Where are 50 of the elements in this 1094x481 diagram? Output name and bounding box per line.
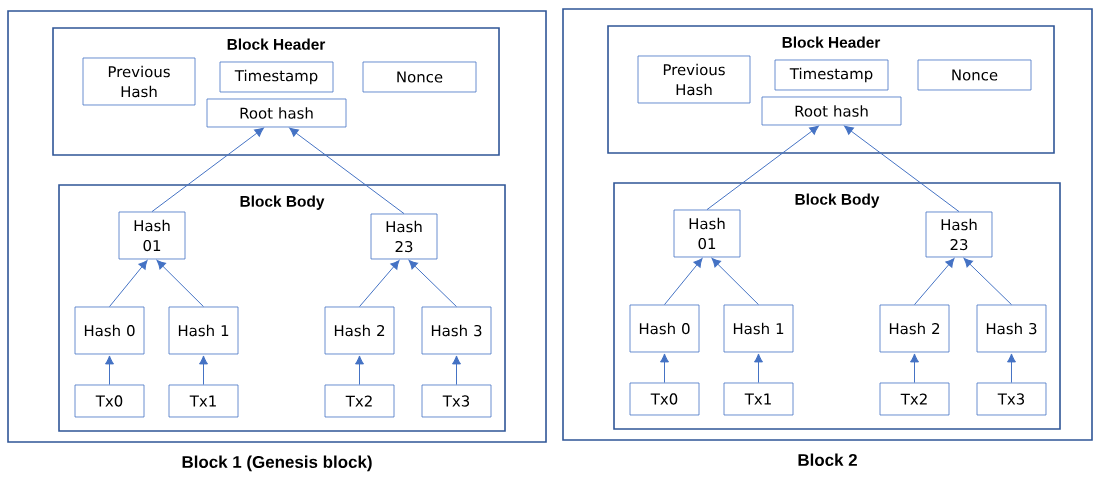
node-label: Block 2 (798, 453, 857, 466)
arrow (359, 260, 400, 308)
arrow (910, 353, 919, 384)
arrow (664, 258, 703, 306)
arrow (963, 258, 1012, 306)
arrow (452, 355, 461, 386)
hash-box: Hash 3 (421, 306, 492, 355)
arrow (199, 355, 208, 386)
hash-box: Hash 1 (168, 306, 239, 355)
arrow (711, 258, 759, 306)
hash-box: Hash 01 (673, 209, 741, 258)
arrow (105, 355, 114, 386)
hash-box: Tx0 (74, 384, 145, 418)
node-label: Block 1 (Genesis block) (182, 455, 372, 472)
arrow (408, 260, 457, 308)
arrow (151, 127, 264, 213)
hash-box: Previous Hash (637, 55, 751, 104)
arrow (156, 260, 204, 308)
arrow (1007, 353, 1016, 384)
hash-box: Hash 3 (976, 304, 1047, 353)
hash-box: Nonce (362, 61, 477, 93)
hash-box: Hash 01 (118, 211, 186, 260)
hash-box: Timestamp (219, 61, 334, 93)
hash-box: Hash 0 (74, 306, 145, 355)
hash-box: Tx1 (723, 382, 794, 416)
arrow (754, 353, 763, 384)
hash-box: Root hash (206, 98, 347, 128)
hash-box: Hash 2 (879, 304, 950, 353)
hash-box: Hash 2 (324, 306, 395, 355)
arrow (914, 258, 955, 306)
hash-box: Tx3 (421, 384, 492, 418)
hash-box: Previous Hash (82, 57, 196, 106)
hash-box: Tx1 (168, 384, 239, 418)
arrow (289, 127, 405, 215)
hash-box: Nonce (917, 59, 1032, 91)
hash-box: Timestamp (774, 59, 889, 91)
hash-box: Tx3 (976, 382, 1047, 416)
arrow (844, 125, 960, 213)
hash-box: Root hash (761, 96, 902, 126)
hash-box: Tx2 (324, 384, 395, 418)
hash-box: Hash 1 (723, 304, 794, 353)
arrow (706, 125, 819, 211)
hash-box: Tx2 (879, 382, 950, 416)
hash-box: Hash 0 (629, 304, 700, 353)
arrow (355, 355, 364, 386)
hash-box: Hash 23 (370, 213, 438, 260)
hash-box: Hash 23 (925, 211, 993, 258)
arrow (660, 353, 669, 384)
hash-box: Tx0 (629, 382, 700, 416)
arrow (109, 260, 148, 308)
